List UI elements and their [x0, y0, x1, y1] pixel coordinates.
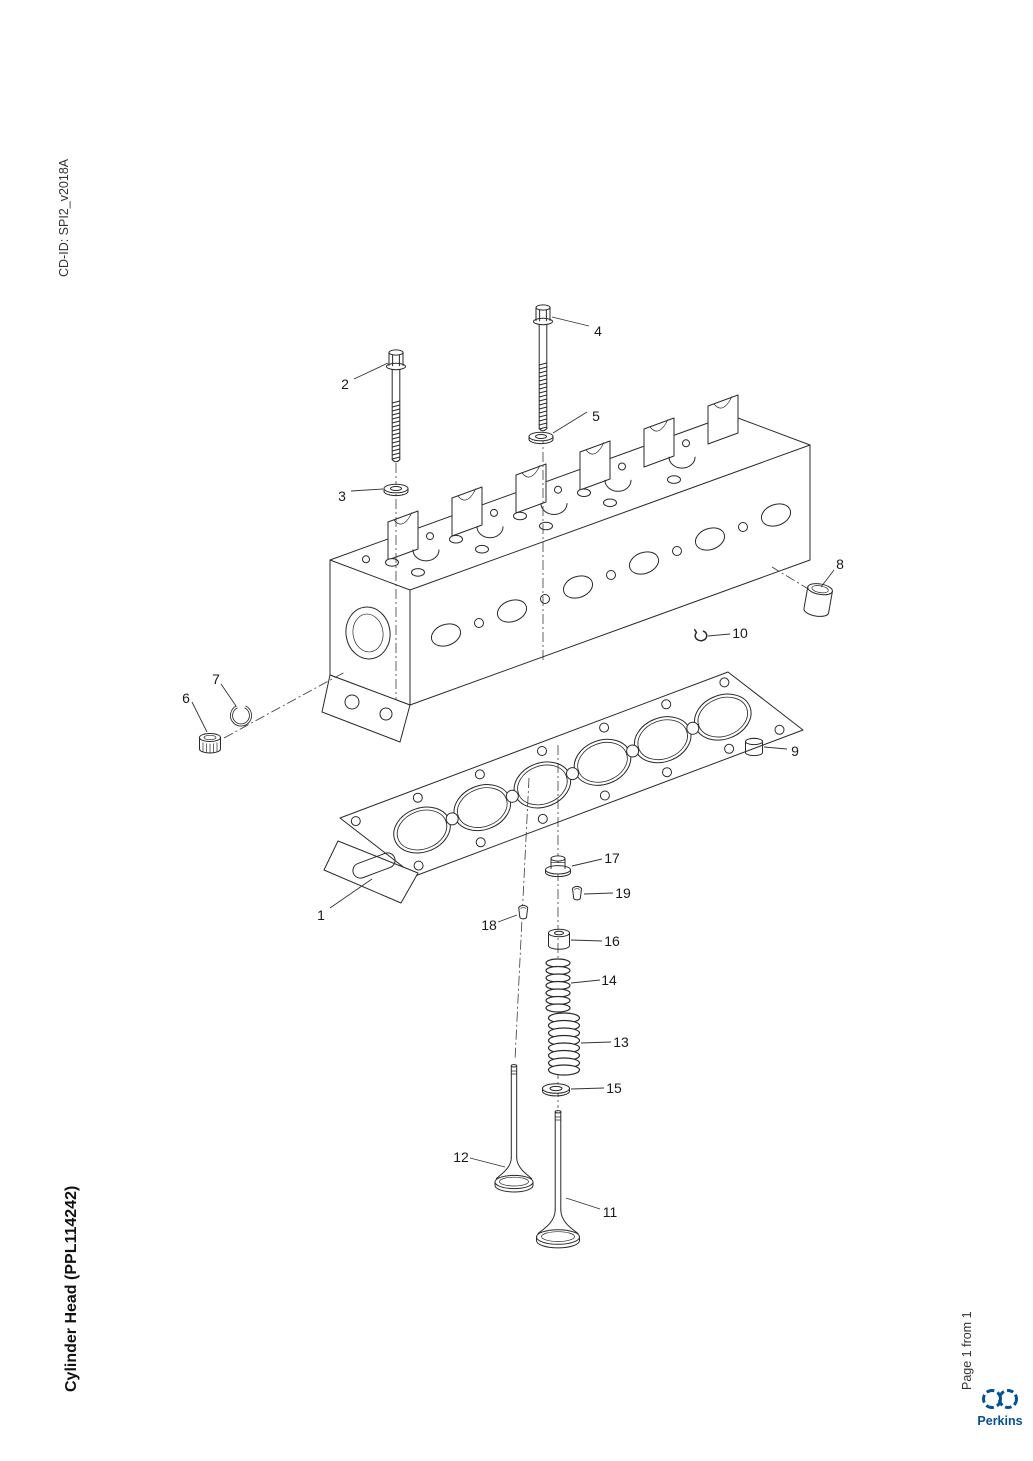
valve-stem-seal	[545, 855, 571, 878]
leader-lines	[191, 316, 835, 1210]
callout-12: 12	[453, 1149, 469, 1165]
cylinder-head-block	[321, 394, 811, 743]
valve-spring-inner	[545, 958, 571, 1013]
callout-6: 6	[182, 690, 190, 706]
callout-19: 19	[615, 885, 631, 901]
spring-seat-washer	[542, 1083, 570, 1097]
callout-13: 13	[613, 1034, 629, 1050]
callout-10: 10	[732, 625, 748, 641]
callout-4: 4	[594, 323, 602, 339]
dome-plug	[745, 737, 763, 757]
page-title: Cylinder Head (PPL114242)	[63, 1186, 80, 1392]
washer-short-bolt	[383, 483, 409, 497]
callout-1: 1	[317, 907, 325, 923]
perkins-logo: Perkins	[977, 1389, 1023, 1428]
head-gasket	[323, 671, 804, 904]
callout-15: 15	[606, 1080, 622, 1096]
brand-wordmark: Perkins	[977, 1414, 1022, 1428]
callout-2: 2	[341, 376, 349, 392]
snap-ring	[230, 705, 252, 727]
callout-7: 7	[212, 671, 220, 687]
callout-18: 18	[481, 917, 497, 933]
valve-collet-left	[518, 904, 529, 920]
callout-14: 14	[601, 972, 617, 988]
rocker-towers	[387, 394, 739, 561]
cup-plug	[199, 733, 221, 754]
valve-collet-right	[572, 885, 582, 901]
logo-ring-left-icon	[982, 1389, 1002, 1409]
valve-spring-outer	[547, 1012, 581, 1076]
callout-numbers: 1 2 3 4 5 6 7 8 9 10 11 12 13 14 15 16 1…	[182, 323, 844, 1220]
valve-exhaust	[494, 1064, 534, 1193]
washer-long-bolt	[528, 431, 554, 445]
end-face-port	[345, 606, 391, 660]
valve-guide-bush	[803, 583, 833, 617]
retaining-clip	[694, 629, 708, 642]
callout-17: 17	[604, 850, 620, 866]
head-bolt-short	[386, 349, 406, 463]
valve-inlet	[536, 1110, 580, 1249]
callout-3: 3	[338, 488, 346, 504]
page-number-label: Page 1 from 1	[960, 1311, 974, 1390]
callout-9: 9	[791, 743, 799, 759]
callout-16: 16	[604, 933, 620, 949]
cd-id-label: CD-ID: SPI2_v2018A	[57, 158, 71, 277]
callout-11: 11	[603, 1204, 618, 1220]
bearing-saddles	[412, 456, 696, 562]
spring-retainer	[548, 928, 570, 950]
callout-5: 5	[592, 408, 600, 424]
head-bolt-long	[533, 304, 553, 432]
logo-ring-right-icon	[998, 1389, 1018, 1409]
callout-8: 8	[836, 556, 844, 572]
